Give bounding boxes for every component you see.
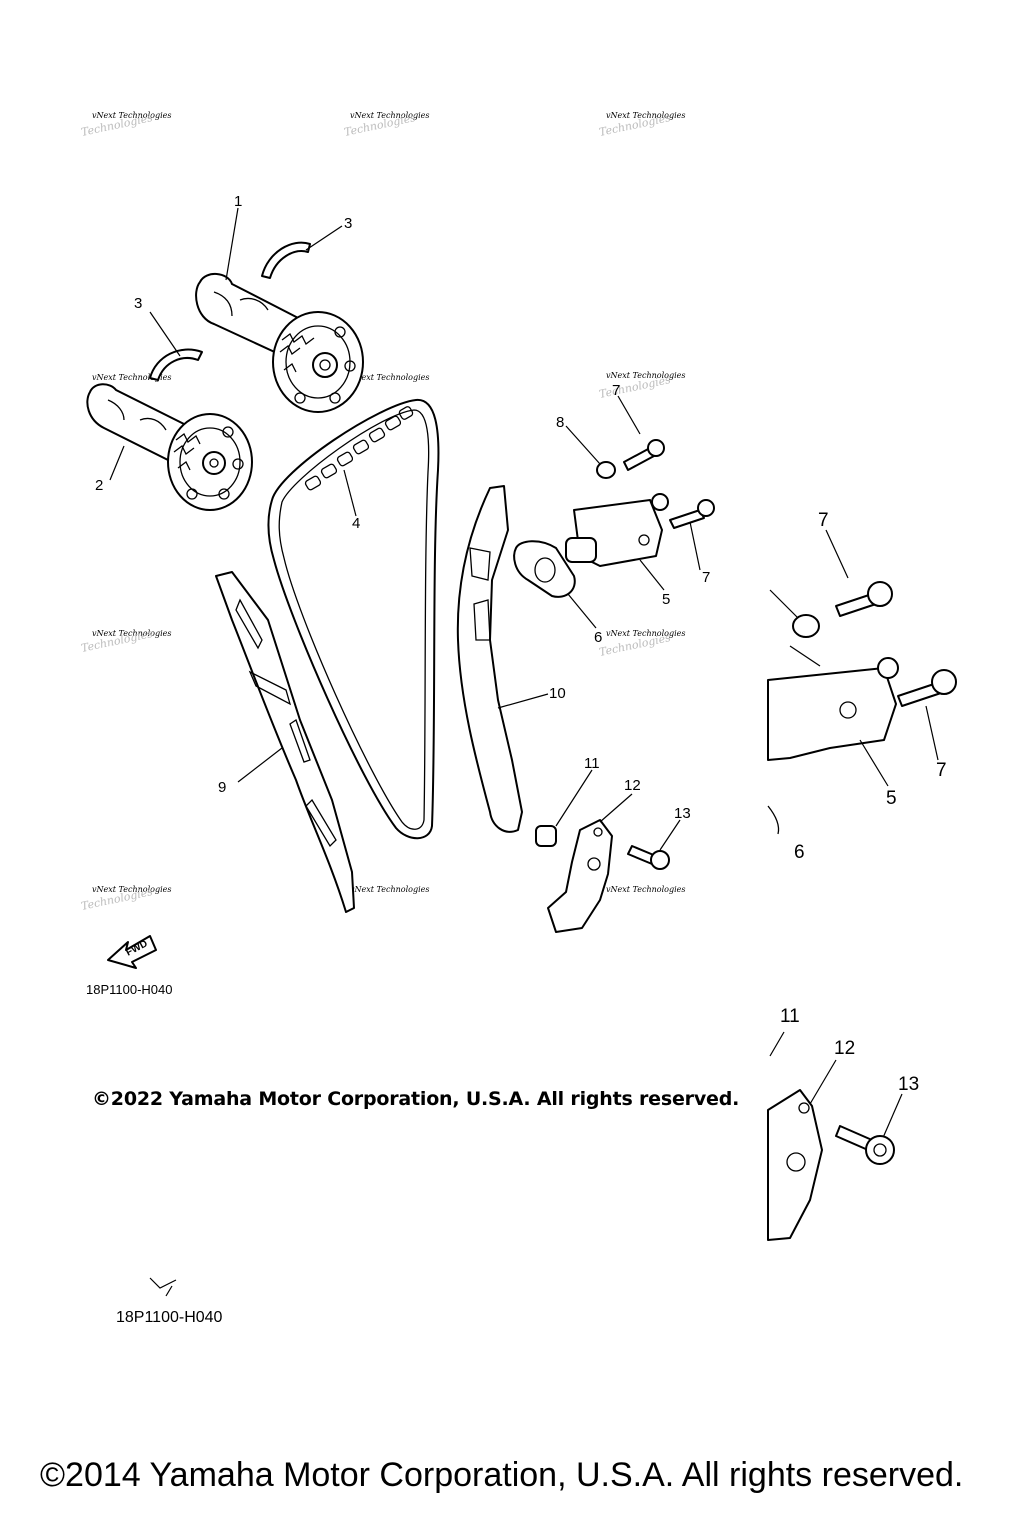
watermark: vNext Technologies	[350, 373, 429, 382]
bolt-7-upper	[623, 439, 665, 471]
inset-tensioner: 7 7 5 6	[767, 510, 957, 863]
callout-4: 4	[352, 515, 360, 532]
callout-6: 6	[594, 629, 602, 646]
watermark: vNext Technologies	[350, 111, 429, 120]
callout-5: 5	[662, 591, 670, 608]
copyright-notice: ©2022 Yamaha Motor Corporation, U.S.A. A…	[92, 1088, 740, 1110]
collar-11	[535, 825, 557, 847]
callout-3-upper: 3	[344, 215, 352, 232]
callout-1: 1	[234, 193, 242, 210]
watermark: vNext Technologies	[92, 111, 171, 120]
inset-callout-11: 11	[780, 1006, 800, 1027]
camshaft-lower	[86, 383, 253, 511]
callout-8: 8	[556, 414, 564, 431]
timing-chain	[267, 398, 440, 840]
callout-12: 12	[624, 777, 641, 794]
inset-callout-6: 6	[794, 842, 805, 863]
callout-3-lower: 3	[134, 295, 142, 312]
washer-8	[596, 461, 616, 479]
diagram-code-lower: 18P1100-H040	[116, 1309, 223, 1326]
watermark: vNext Technologies	[606, 111, 685, 120]
callout-9: 9	[218, 779, 226, 796]
watermark: vNext Technologies	[350, 885, 429, 894]
chain-links	[304, 406, 414, 491]
inset-callout-7-upper: 7	[818, 510, 829, 531]
callout-2: 2	[95, 477, 103, 494]
callout-labels: 1 2 3 3 4 5 6 7 7 8 9 10 11 12 13	[95, 193, 710, 822]
inset-callout-7-right: 7	[936, 760, 947, 781]
tensioner-assembly	[565, 493, 669, 567]
callout-13: 13	[674, 805, 691, 822]
watermark: vNext Technologies	[92, 629, 171, 638]
bolt-13	[627, 845, 670, 870]
watermark: vNext Technologies	[606, 629, 685, 638]
camshaft-upper	[195, 273, 364, 413]
watermark: vNext Technologies	[606, 371, 685, 380]
clip-upper	[261, 241, 311, 279]
callout-10: 10	[549, 685, 566, 702]
bracket-12	[547, 819, 613, 933]
inset-callout-12: 12	[834, 1038, 855, 1059]
clip-lower	[149, 348, 203, 381]
leader-lines	[109, 207, 701, 851]
chain-guide-9	[215, 571, 355, 913]
inset-callout-13: 13	[898, 1074, 919, 1095]
gasket-6	[513, 540, 576, 598]
callout-11: 11	[584, 755, 600, 772]
watermark: vNext Technologies	[92, 885, 171, 894]
inset-bracket: 11 12 13	[767, 1006, 919, 1241]
fwd-arrow: FWD	[107, 935, 157, 969]
bolt-7-right	[669, 499, 715, 529]
watermark: vNext Technologies	[606, 885, 685, 894]
copyright-footer: ©2014 Yamaha Motor Corporation, U.S.A. A…	[40, 1456, 964, 1494]
callout-7-upper: 7	[612, 382, 620, 399]
callout-7-right: 7	[702, 569, 710, 586]
diagram-code: 18P1100-H040	[86, 982, 173, 997]
inset-callout-5: 5	[886, 788, 897, 809]
watermark: vNext Technologies	[92, 373, 171, 382]
fwd-arrow-fragment	[149, 1277, 177, 1297]
tensioner-guide-10	[456, 485, 523, 833]
